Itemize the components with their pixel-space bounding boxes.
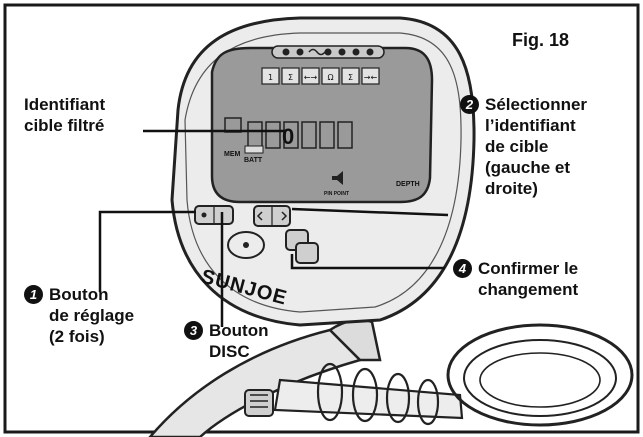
callout-line: (gauche et bbox=[485, 158, 571, 177]
lcd-mode-icon-box bbox=[321, 67, 340, 85]
lcd-batt-label: BATT bbox=[244, 157, 263, 164]
callout-line-text: Bouton bbox=[49, 285, 109, 304]
power-button[interactable] bbox=[227, 231, 265, 259]
detector-lower-rod bbox=[244, 362, 464, 426]
lcd-mode-icon: Σ bbox=[348, 73, 353, 82]
lcd-depth-label: DEPTH bbox=[396, 181, 420, 188]
lcd-mode-icon-box bbox=[281, 67, 300, 85]
callout-line: l’identifiant bbox=[485, 116, 576, 135]
callout-number: 1 bbox=[24, 285, 43, 304]
callout-number: 2 bbox=[460, 95, 479, 114]
lcd-mode-icon-box bbox=[361, 67, 380, 85]
lcd-mode-icon: Σ bbox=[288, 73, 293, 82]
lcd-screen bbox=[210, 46, 434, 204]
callout-line: droite) bbox=[485, 179, 538, 198]
lcd-dial-label: PIN POINT bbox=[324, 191, 349, 197]
callout-line: de cible bbox=[485, 137, 549, 156]
callout-select-target-id: 2 Sélectionner l’identifiant de cible (ga… bbox=[460, 94, 587, 199]
callout-number: 4 bbox=[453, 259, 472, 278]
lcd-digit-segments: 0 bbox=[224, 117, 353, 149]
lcd-mode-icon-box bbox=[261, 67, 280, 85]
leader-lines bbox=[98, 129, 449, 327]
callout-line: DISC bbox=[209, 342, 250, 361]
callout-line: de réglage bbox=[49, 306, 135, 325]
lcd-mode-icon: 1 bbox=[268, 73, 273, 82]
lcd-mode-icon: ←→ bbox=[304, 73, 318, 82]
lcd-mem-label: MEM bbox=[224, 151, 241, 158]
lcd-mode-icon-box bbox=[341, 67, 360, 85]
lcd-mode-icon: →← bbox=[364, 73, 378, 82]
callout-line-text: Sélectionner bbox=[485, 95, 588, 114]
figure-label: Fig. 18 bbox=[512, 30, 570, 50]
callout-adjust-button: 1 Bouton de réglage (2 fois) bbox=[24, 284, 134, 347]
callout-line: (2 fois) bbox=[49, 327, 105, 346]
adjust-button[interactable] bbox=[194, 205, 234, 225]
lcd-top-indicators bbox=[271, 45, 385, 59]
callout-line-text: Confirmer le bbox=[478, 259, 579, 278]
callout-line: Identifiant bbox=[24, 95, 106, 114]
search-coil bbox=[446, 323, 634, 427]
detector-shaft bbox=[148, 318, 382, 437]
callout-line: changement bbox=[478, 280, 579, 299]
callout-confirm-change: 4 Confirmer le changement bbox=[453, 258, 578, 300]
disc-button[interactable] bbox=[253, 205, 291, 227]
callout-disc-button: 3 Bouton DISC bbox=[184, 320, 268, 362]
callout-line: 2 Sélectionner bbox=[460, 94, 587, 115]
callout-filtered-target-id: Identifiant cible filtré bbox=[24, 94, 105, 136]
lcd-mode-icon: Ω bbox=[327, 73, 333, 82]
callout-line-text: Bouton bbox=[209, 321, 269, 340]
callout-line: 4 Confirmer le bbox=[453, 258, 578, 279]
lcd-mode-icons: 1 Σ ←→ Ω Σ →← bbox=[261, 67, 380, 85]
callout-line: 3 Bouton bbox=[184, 320, 268, 341]
speaker-icon bbox=[332, 171, 343, 185]
lcd-mode-icon-box bbox=[301, 67, 320, 85]
callout-line: 1 Bouton bbox=[24, 284, 134, 305]
callout-line: cible filtré bbox=[24, 116, 105, 135]
callout-number: 3 bbox=[184, 321, 203, 340]
lcd-digit: 0 bbox=[282, 124, 294, 149]
confirm-button[interactable] bbox=[285, 229, 319, 264]
